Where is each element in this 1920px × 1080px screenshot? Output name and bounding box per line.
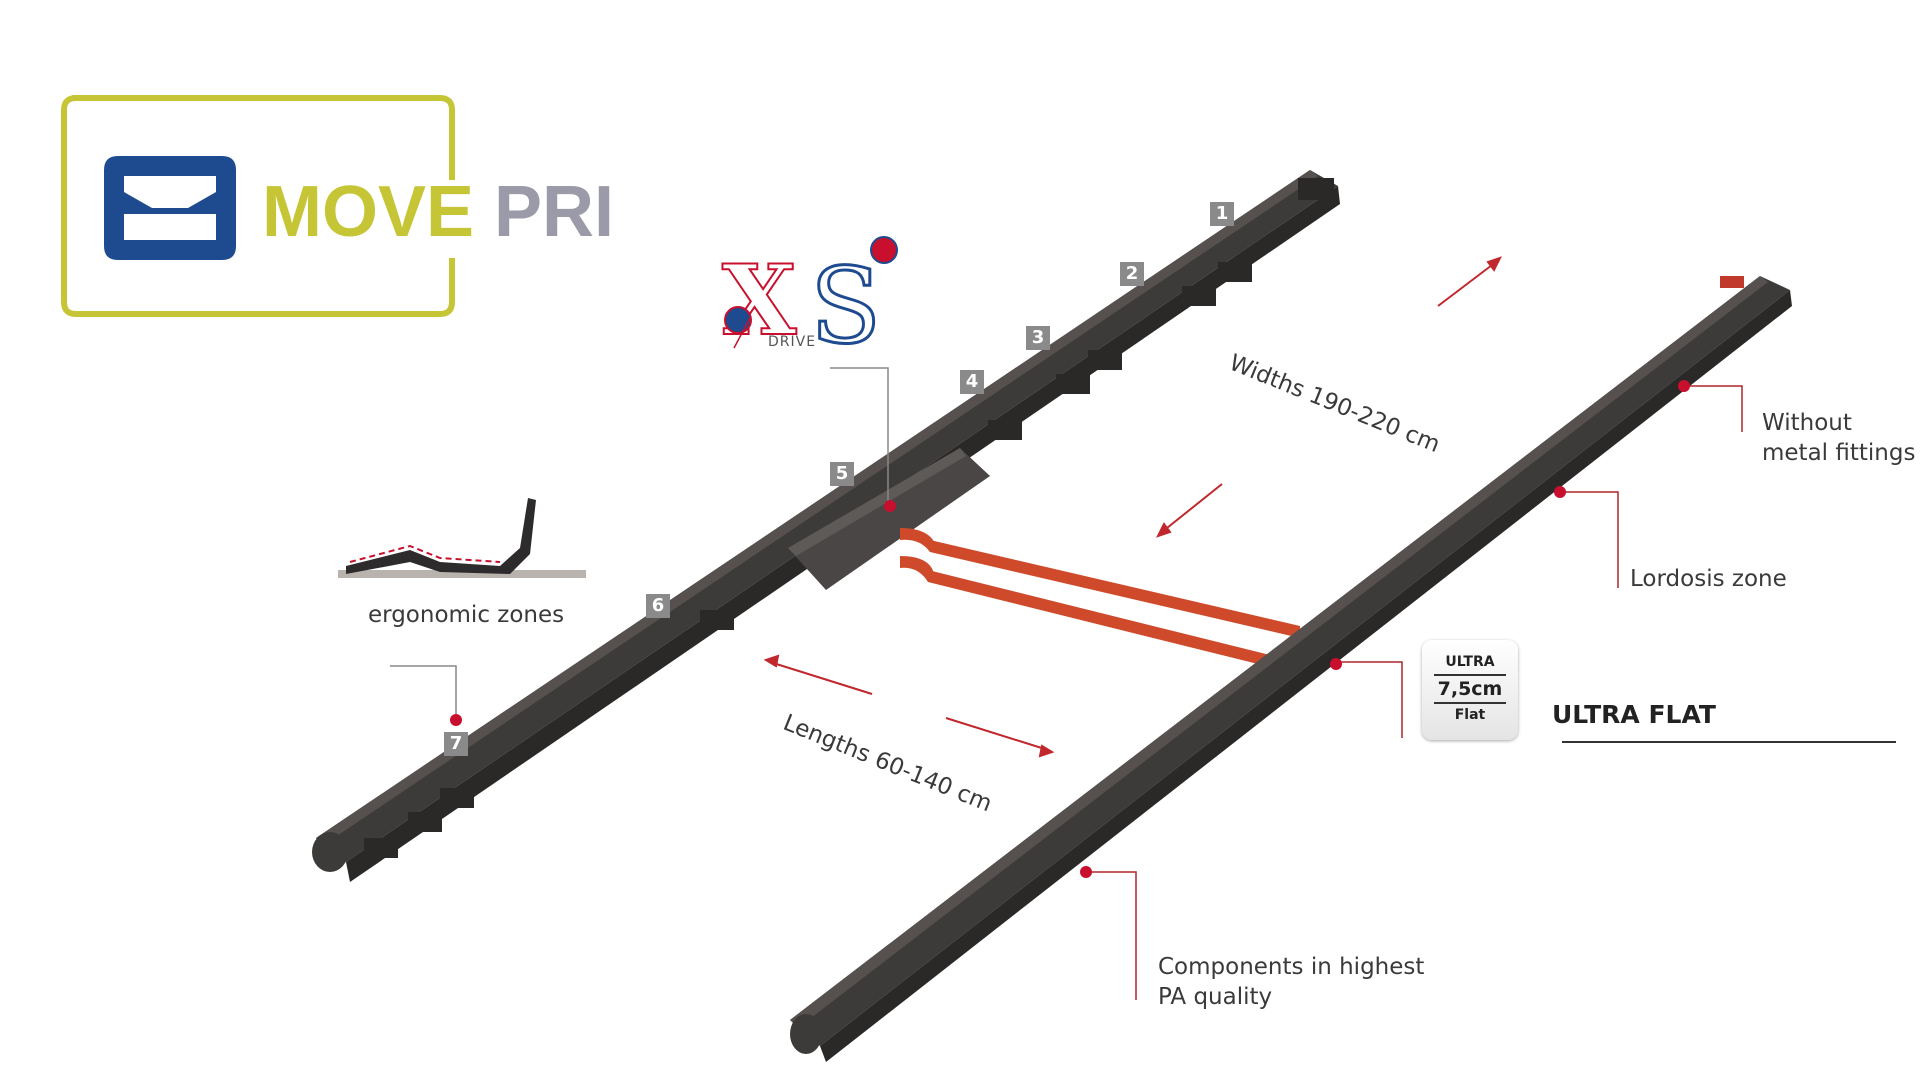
xs-x-letter: X [722,244,797,357]
bed-frame-icon [104,156,236,260]
zone-number-5: 5 [830,462,854,486]
logo-word-move: MOVE [262,172,475,252]
ultra-badge-line1: ULTRA [1445,654,1495,670]
callout-dots [450,380,1690,878]
logo-frame [61,95,455,317]
components-line1: Components in highest [1158,954,1425,980]
lordosis-zone-label: Lordosis zone [1630,566,1787,592]
components-line2: PA quality [1158,984,1273,1010]
xs-s-letter: S [810,245,881,367]
zone-number-6: 6 [646,594,670,618]
zone-number-3: 3 [1026,326,1050,350]
right-rail [790,276,1792,1062]
xs-drive-logo: X S [721,236,898,369]
without-metal-line2: metal fittings [1762,440,1916,466]
ultra-badge-line3: Flat [1454,707,1486,723]
zone-number-4: 4 [960,370,984,394]
leader-lines [390,367,1896,1000]
logo-word-pri: PRI [494,172,615,252]
zone-number-2: 2 [1120,262,1144,286]
ultra-flat-badge: ULTRA 7,5cm Flat [1422,640,1518,740]
connector-tubes [900,528,1300,672]
ultra-flat-heading: ULTRA FLAT [1552,700,1716,729]
zone-number-1: 1 [1210,202,1234,226]
xs-drive-text: DRIVE [768,334,817,350]
components-label: Components in highest PA quality [1158,952,1458,1012]
without-metal-label: Without metal fittings [1762,408,1920,468]
motor-block [788,448,990,590]
ergonomic-zones-label: ergonomic zones [368,602,565,628]
ultra-badge-line2: 7,5cm [1434,674,1506,704]
without-metal-line1: Without [1762,410,1852,436]
dimension-arrows [763,256,1502,758]
zone-number-7: 7 [444,732,468,756]
ergonomic-zones-illustration [338,498,586,578]
